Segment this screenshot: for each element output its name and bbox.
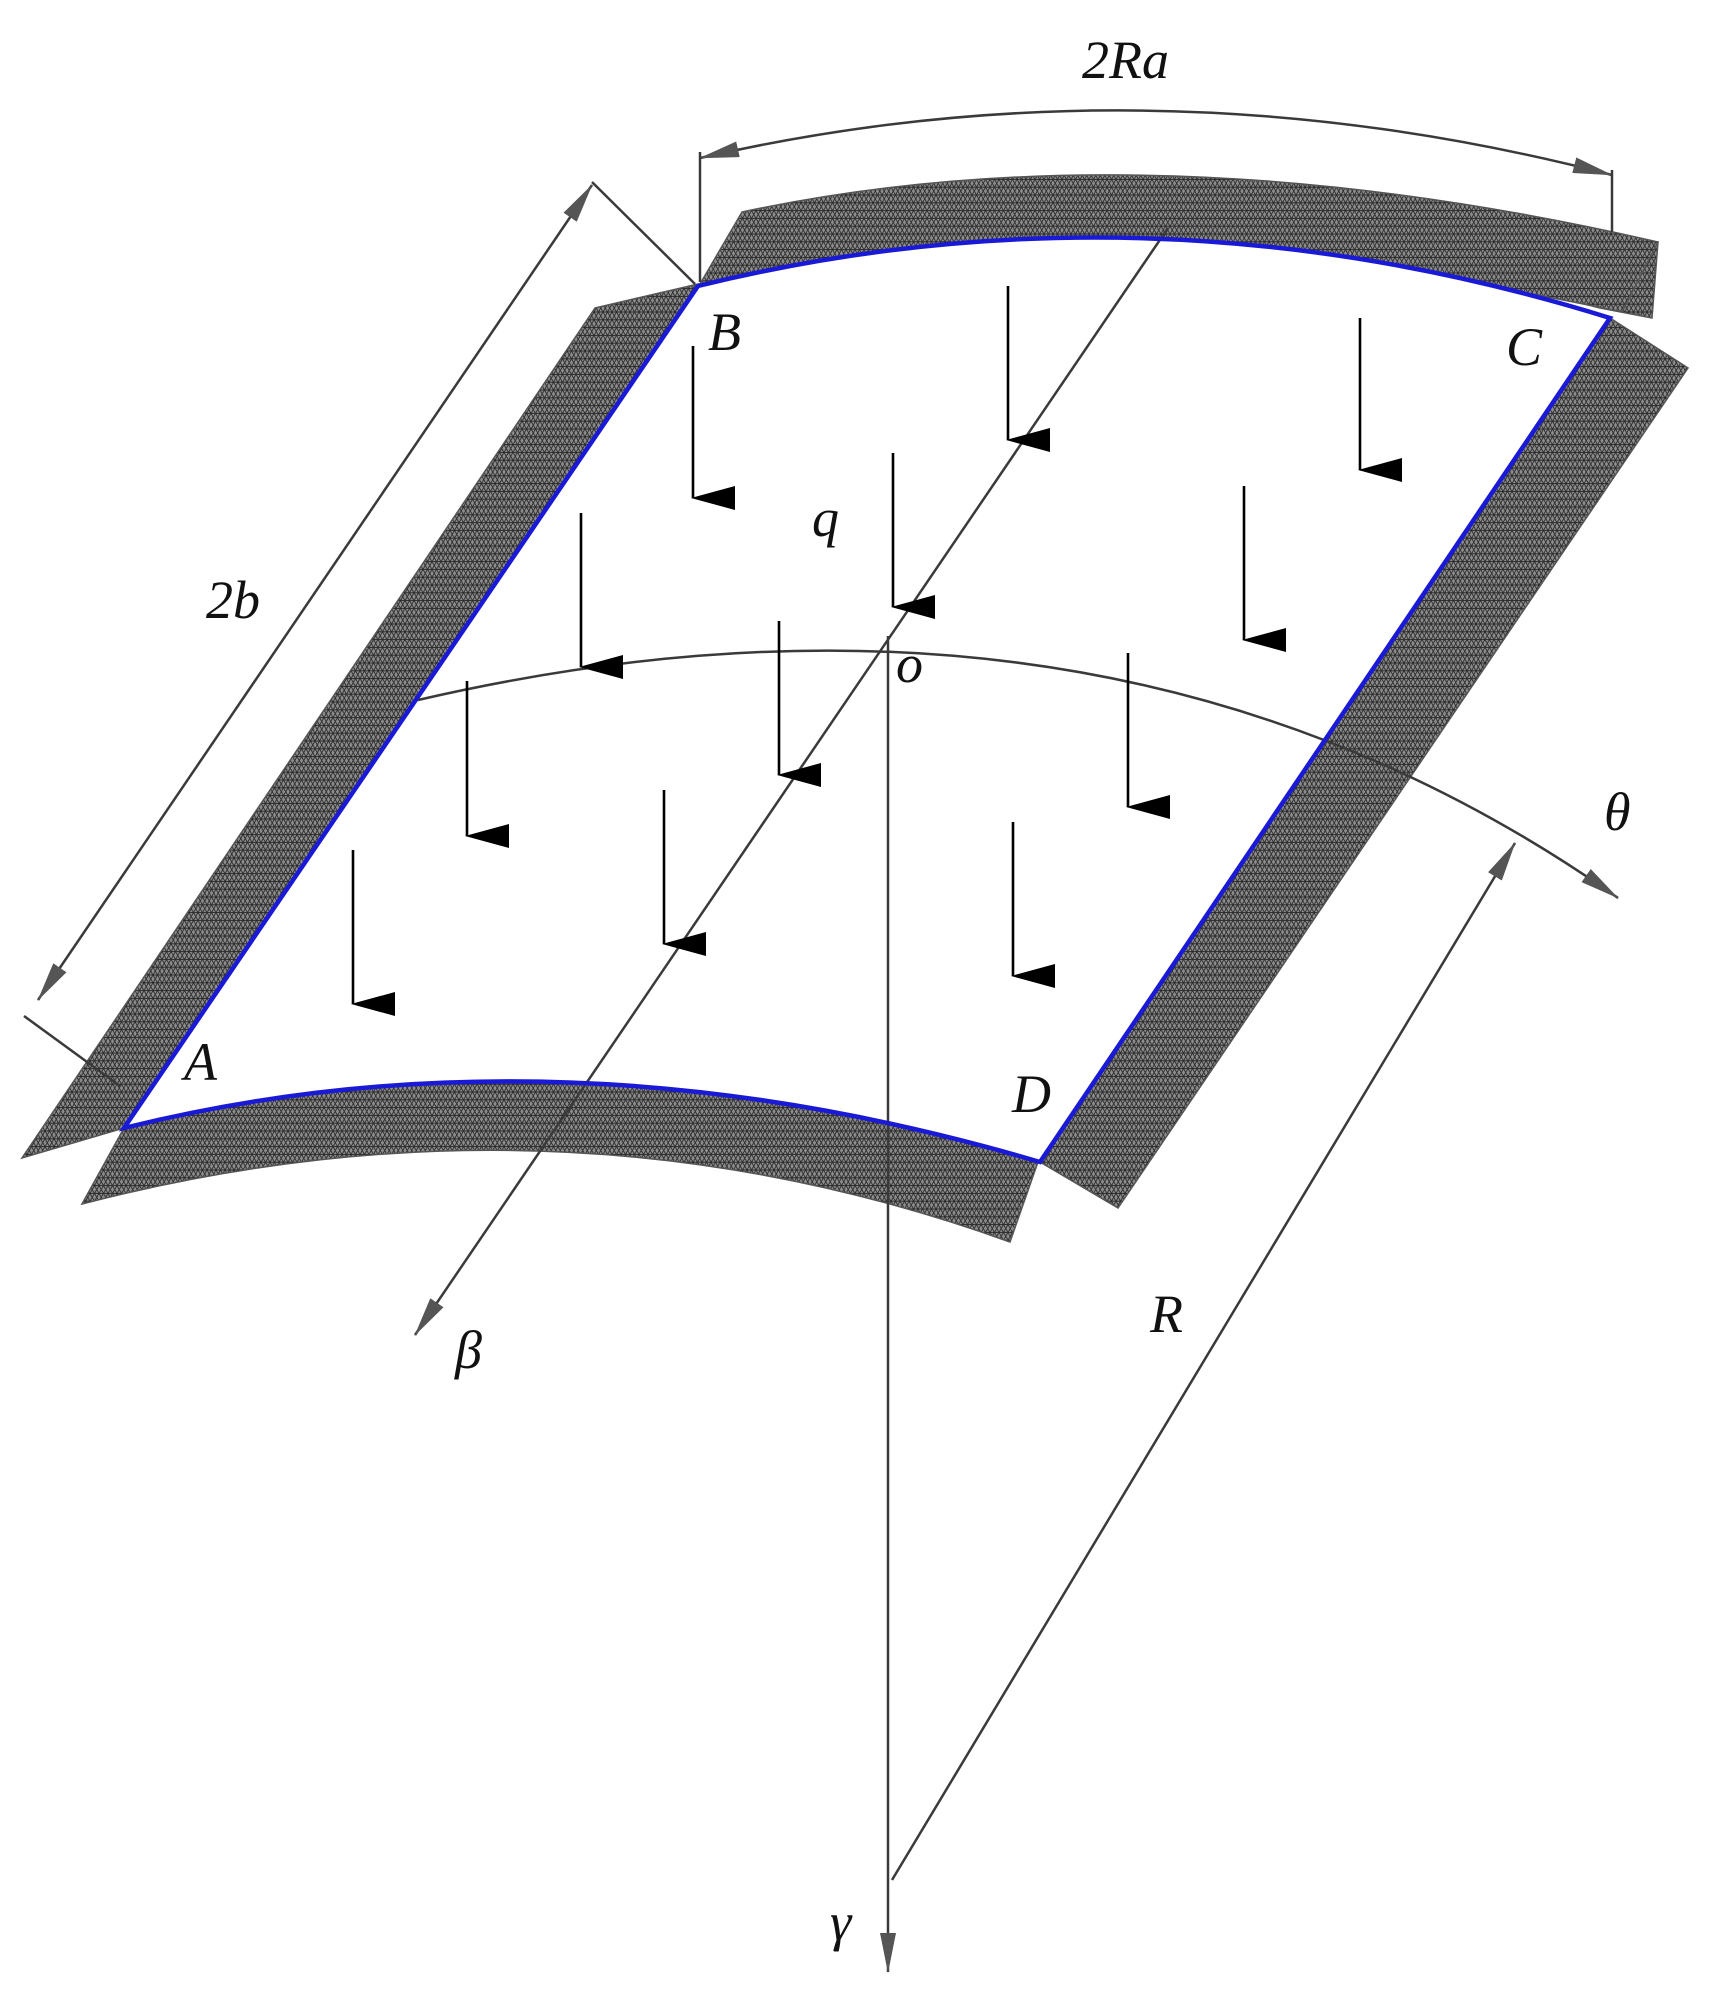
panel-boundary (118, 235, 1614, 1165)
width-dim-ext-bottom (23, 1014, 121, 1088)
load-label: q (812, 488, 839, 548)
arc-dim-line (699, 109, 1613, 177)
origin-label: o (896, 634, 923, 694)
arc-dimension-label: 2Ra (1082, 30, 1169, 90)
width-dim-ext-top (591, 181, 696, 285)
width-dimension-label: 2b (206, 570, 260, 630)
labels: 2Ra 2b A B C D q o θ β γ R (181, 30, 1631, 1952)
beta-axis-label: β (454, 1320, 482, 1380)
theta-axis-label: θ (1604, 782, 1631, 842)
width-dim-line (36, 184, 594, 1001)
radius-label: R (1149, 1284, 1183, 1344)
corner-d-label: D (1011, 1064, 1051, 1124)
corner-c-label: C (1506, 317, 1543, 377)
radius-dim-line (890, 842, 1517, 1881)
corner-b-label: B (708, 302, 741, 362)
gamma-axis-label: γ (830, 1892, 853, 1952)
corner-a-label: A (181, 1032, 218, 1092)
load-arrows (351, 286, 1402, 1016)
